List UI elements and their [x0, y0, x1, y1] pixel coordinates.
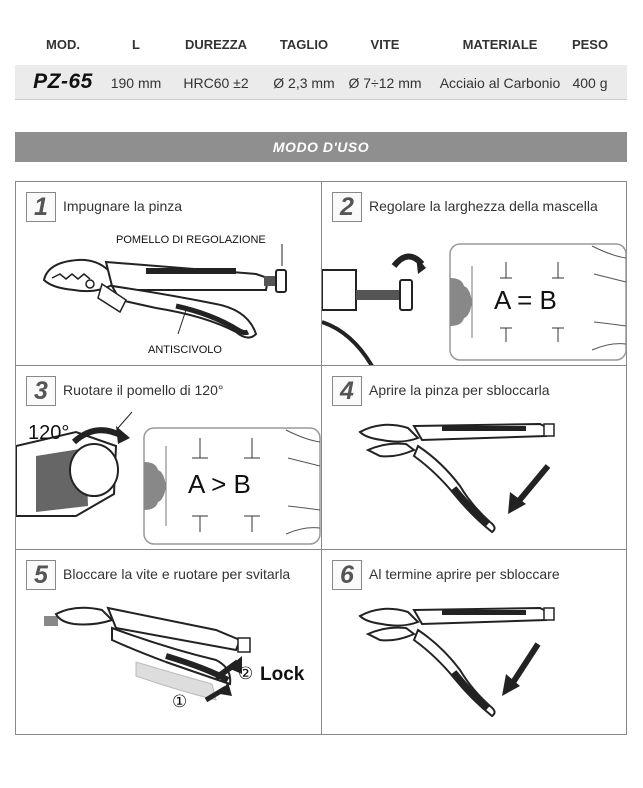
step-3-number: 3	[26, 376, 56, 406]
release-pliers-illustration	[358, 606, 555, 718]
lock-label: Lock	[260, 664, 305, 685]
spec-hardness: HRC60 ±2	[183, 75, 249, 91]
spec-length: 190 mm	[110, 75, 162, 91]
step-2-title: Regolare la larghezza della mascella	[369, 198, 598, 214]
steps-grid: 1 Impugnare la pinza POMELLO DI REGOLAZI…	[15, 181, 627, 735]
equation-a-greater-b: A > B	[188, 469, 251, 499]
spec-header-length: L	[132, 37, 140, 52]
step-1-panel: 1 Impugnare la pinza POMELLO DI REGOLAZI…	[16, 182, 322, 366]
step-marker-1: ①	[172, 692, 188, 711]
pliers-illustration	[42, 244, 287, 339]
spec-value-row: PZ-65 190 mm HRC60 ±2 Ø 2,3 mm Ø 7÷12 mm…	[15, 65, 627, 100]
step-marker-2: ②	[238, 664, 254, 683]
step-4-title: Aprire la pinza per sbloccarla	[369, 382, 550, 398]
step-2-number: 2	[332, 192, 362, 222]
step-5-panel: 5 Bloccare la vite e ruotare per svitarl…	[16, 550, 322, 734]
spec-model: PZ-65	[33, 70, 93, 93]
spec-header-cut: TAGLIO	[279, 37, 329, 52]
step-1-title: Impugnare la pinza	[63, 198, 183, 214]
rotation-angle: 120°	[28, 422, 70, 444]
step-2-panel: 2 Regolare la larghezza della mascella A…	[321, 182, 627, 366]
spec-weight: 400 g	[572, 75, 608, 91]
spec-header-screw: VITE	[370, 37, 400, 52]
lock-pliers-illustration	[44, 606, 251, 703]
step-6-title: Al termine aprire per sbloccare	[369, 566, 560, 582]
step-6-number: 6	[332, 560, 362, 590]
step-6-panel: 6 Al termine aprire per sbloccare	[321, 550, 627, 734]
step-1-number: 1	[26, 192, 56, 222]
spec-header-hardness: DUREZZA	[184, 37, 248, 52]
knob-rotation-illustration	[16, 411, 321, 545]
spec-material: Acciaio al Carbonio	[439, 75, 561, 91]
spec-header-material: MATERIALE	[462, 37, 538, 52]
label-adjusting-knob: POMELLO DI REGOLAZIONE	[116, 234, 266, 246]
spec-cut: Ø 2,3 mm	[273, 75, 335, 91]
spec-header-row: MOD. L DUREZZA TAGLIO VITE MATERIALE PES…	[15, 37, 627, 57]
step-3-title: Ruotare il pomello di 120°	[63, 382, 224, 398]
step-4-number: 4	[332, 376, 362, 406]
usage-banner: MODO D'USO	[15, 132, 627, 162]
spec-screw: Ø 7÷12 mm	[348, 75, 422, 91]
step-4-panel: 4 Aprire la pinza per sbloccarla	[321, 366, 627, 550]
step-5-title: Bloccare la vite e ruotare per svitarla	[63, 566, 291, 582]
step-5-number: 5	[26, 560, 56, 590]
spec-header-model: MOD.	[46, 37, 80, 52]
open-pliers-illustration	[358, 422, 555, 534]
step-3-panel: 3 Ruotare il pomello di 120° 120° A > B	[16, 366, 322, 550]
usage-banner-title: MODO D'USO	[272, 139, 370, 155]
jaw-width-illustration	[322, 243, 627, 365]
spec-header-weight: PESO	[571, 37, 609, 52]
label-anti-slip: ANTISCIVOLO	[148, 344, 222, 356]
equation-a-equals-b: A = B	[494, 285, 557, 315]
